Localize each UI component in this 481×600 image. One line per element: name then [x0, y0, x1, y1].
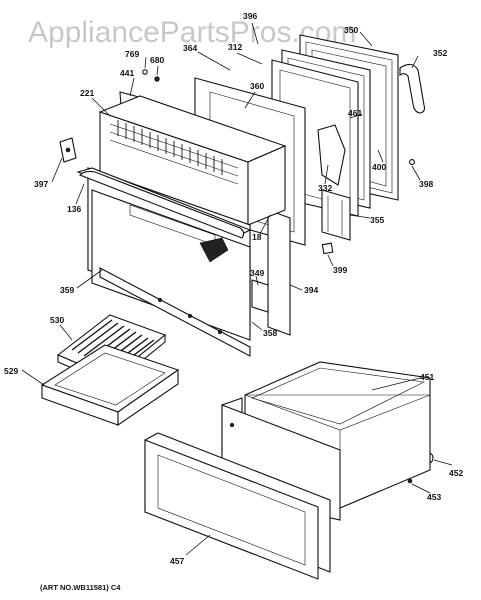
insulation-pad — [251, 279, 269, 313]
part-labels: 396 312 350 352 364 769 680 441 360 461 … — [4, 11, 463, 566]
label-394: 394 — [304, 285, 318, 295]
broiler-pan-tray — [40, 344, 180, 427]
label-397: 397 — [34, 179, 48, 189]
label-400: 400 — [372, 162, 386, 172]
label-529: 529 — [4, 366, 18, 376]
label-398: 398 — [419, 179, 433, 189]
door-bottom-trim — [99, 267, 251, 357]
label-360: 360 — [250, 81, 264, 91]
label-349: 349 — [250, 268, 264, 278]
label-350: 350 — [344, 25, 358, 35]
label-332: 332 — [318, 183, 332, 193]
label-530: 530 — [50, 315, 64, 325]
label-769: 769 — [125, 49, 139, 59]
label-358: 358 — [263, 328, 277, 338]
label-451: 451 — [420, 372, 434, 382]
label-457: 457 — [170, 556, 184, 566]
door-side-channel — [267, 209, 291, 336]
label-18: 18 — [252, 232, 262, 242]
leader-lines — [21, 22, 453, 556]
label-312: 312 — [228, 42, 242, 52]
handle-end-cap — [59, 137, 77, 163]
oven-door-panel — [76, 167, 252, 341]
label-352: 352 — [433, 48, 447, 58]
label-355: 355 — [370, 215, 384, 225]
door-top-trim — [98, 95, 287, 226]
label-441: 441 — [120, 68, 134, 78]
label-461: 461 — [348, 108, 362, 118]
label-396: 396 — [243, 11, 257, 21]
label-364: 364 — [183, 43, 197, 53]
door-hinge — [317, 124, 351, 241]
label-680: 680 — [150, 55, 164, 65]
label-453: 453 — [427, 492, 441, 502]
door-gasket — [399, 63, 426, 114]
label-221: 221 — [80, 88, 94, 98]
art-number-caption: (ART NO.WB11581) C4 — [40, 583, 121, 592]
label-452: 452 — [449, 468, 463, 478]
label-359: 359 — [60, 285, 74, 295]
label-136: 136 — [67, 204, 81, 214]
drawer-front-panel — [144, 432, 331, 580]
label-399: 399 — [333, 265, 347, 275]
